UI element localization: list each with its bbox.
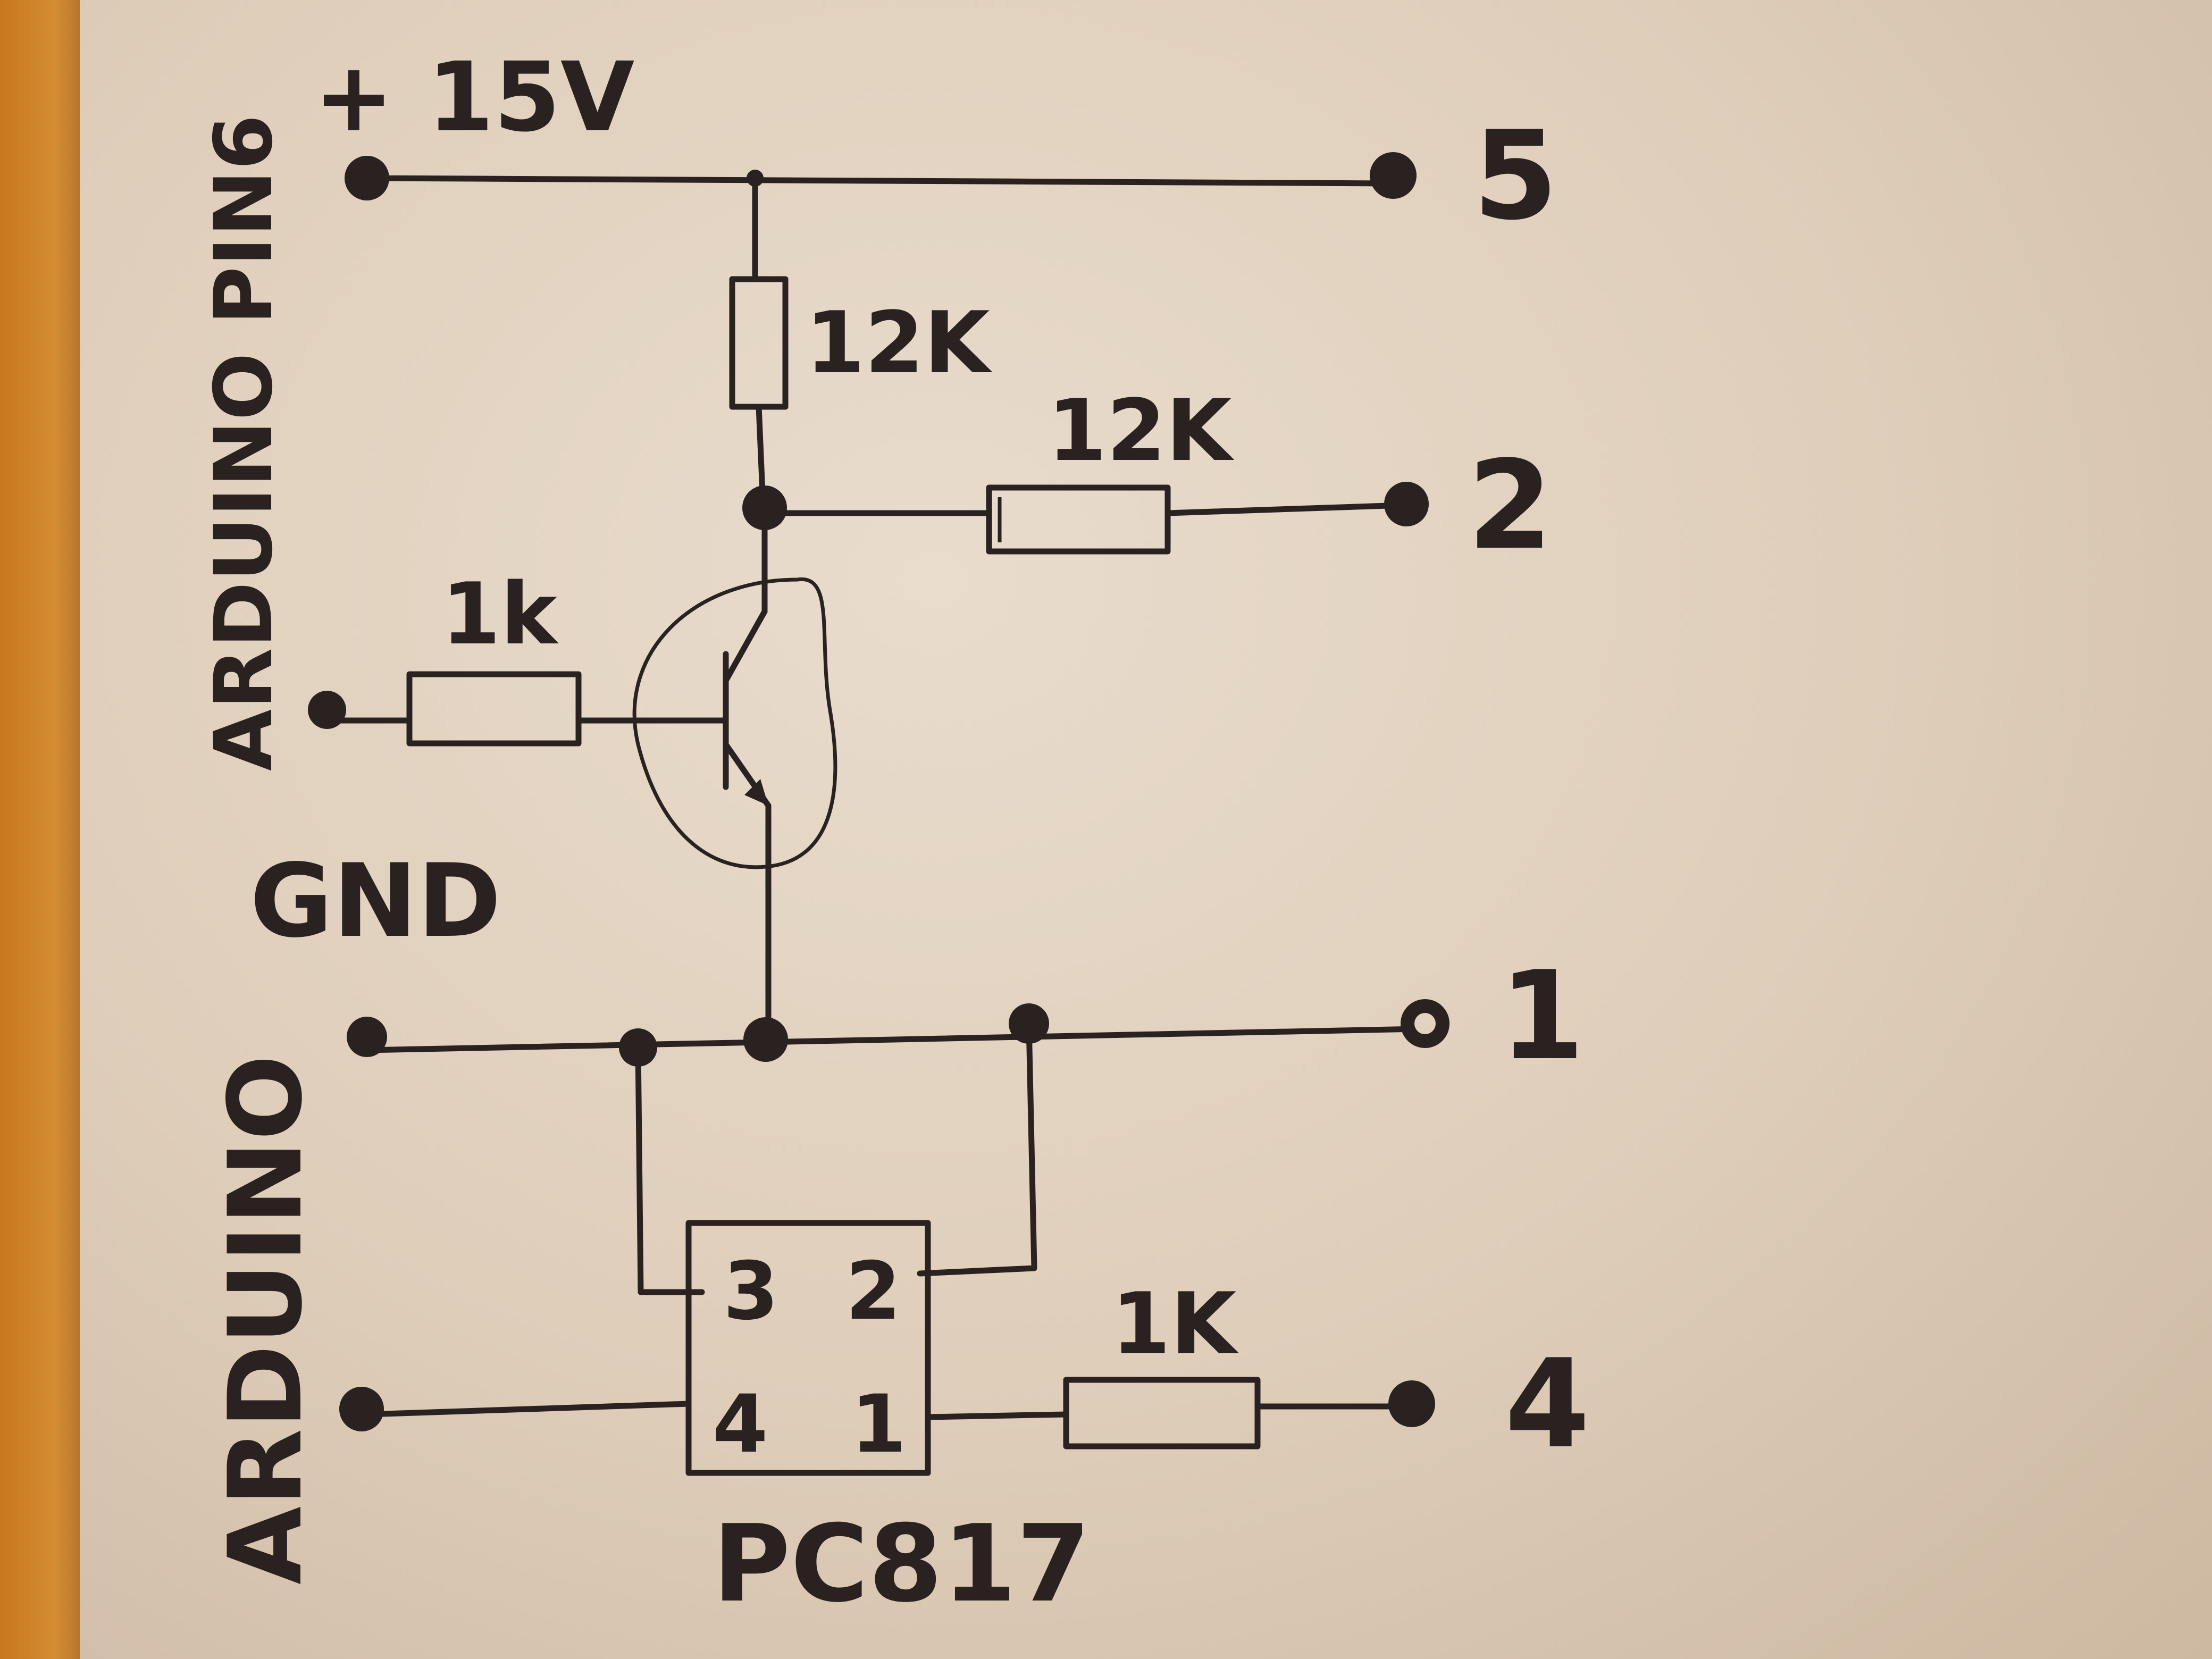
- resistor-12k-top: 12K: [729, 276, 993, 410]
- npn-transistor: [632, 577, 837, 1024]
- gnd-left-node: [347, 1017, 387, 1057]
- resistor-12k-mid: [986, 484, 1171, 555]
- terminal-4-node: [1388, 1380, 1435, 1427]
- arduino-pin6-label: ARDUINO PIN6: [198, 114, 290, 771]
- opto-pin-1: 1: [851, 1378, 906, 1471]
- emitter-arrow: [744, 779, 768, 806]
- resistor-12k-mid-label: 12K: [1048, 381, 1235, 480]
- optocoupler-pc817: 3 2 4 1 1K 4 PC817: [339, 1020, 1590, 1626]
- transistor-collector: [723, 608, 768, 684]
- opto-pin-2: 2: [845, 1245, 901, 1338]
- resistor-1k-base: [406, 671, 582, 747]
- arduino-label: ARDUINO: [207, 1054, 324, 1585]
- paper-edge: [0, 0, 80, 1659]
- gnd-label: GND: [250, 842, 501, 960]
- terminal-1-label: 1: [1499, 945, 1585, 1087]
- terminal-4-label: 4: [1505, 1334, 1590, 1476]
- supply-label: + 15V: [314, 42, 634, 153]
- opto-pin-4: 4: [713, 1378, 768, 1471]
- ground-rail: GND 1: [250, 842, 1585, 1087]
- terminal-5-node: [1370, 152, 1417, 199]
- resistor-1k-base-label: 1k: [441, 564, 559, 664]
- resistor-1k-opto: [1063, 1377, 1261, 1449]
- terminal-2-label: 2: [1468, 435, 1553, 577]
- optocoupler-body: [685, 1220, 931, 1476]
- terminal-5-label: 5: [1473, 105, 1558, 247]
- transistor-circle: [632, 577, 837, 869]
- terminal-2-node: [1384, 482, 1429, 526]
- collector-node: 12K 2: [742, 381, 1553, 577]
- supply-rail: + 15V 5: [314, 42, 1558, 247]
- base-circuit: 1k: [308, 564, 729, 747]
- resistor-1k-opto-label: 1K: [1111, 1274, 1239, 1373]
- opto-pin-3: 3: [723, 1245, 778, 1338]
- chip-label: PC817: [713, 1502, 1091, 1626]
- supply-node: [345, 156, 389, 200]
- arduino-node: [339, 1387, 384, 1431]
- resistor-12k-top-label: 12K: [806, 293, 993, 392]
